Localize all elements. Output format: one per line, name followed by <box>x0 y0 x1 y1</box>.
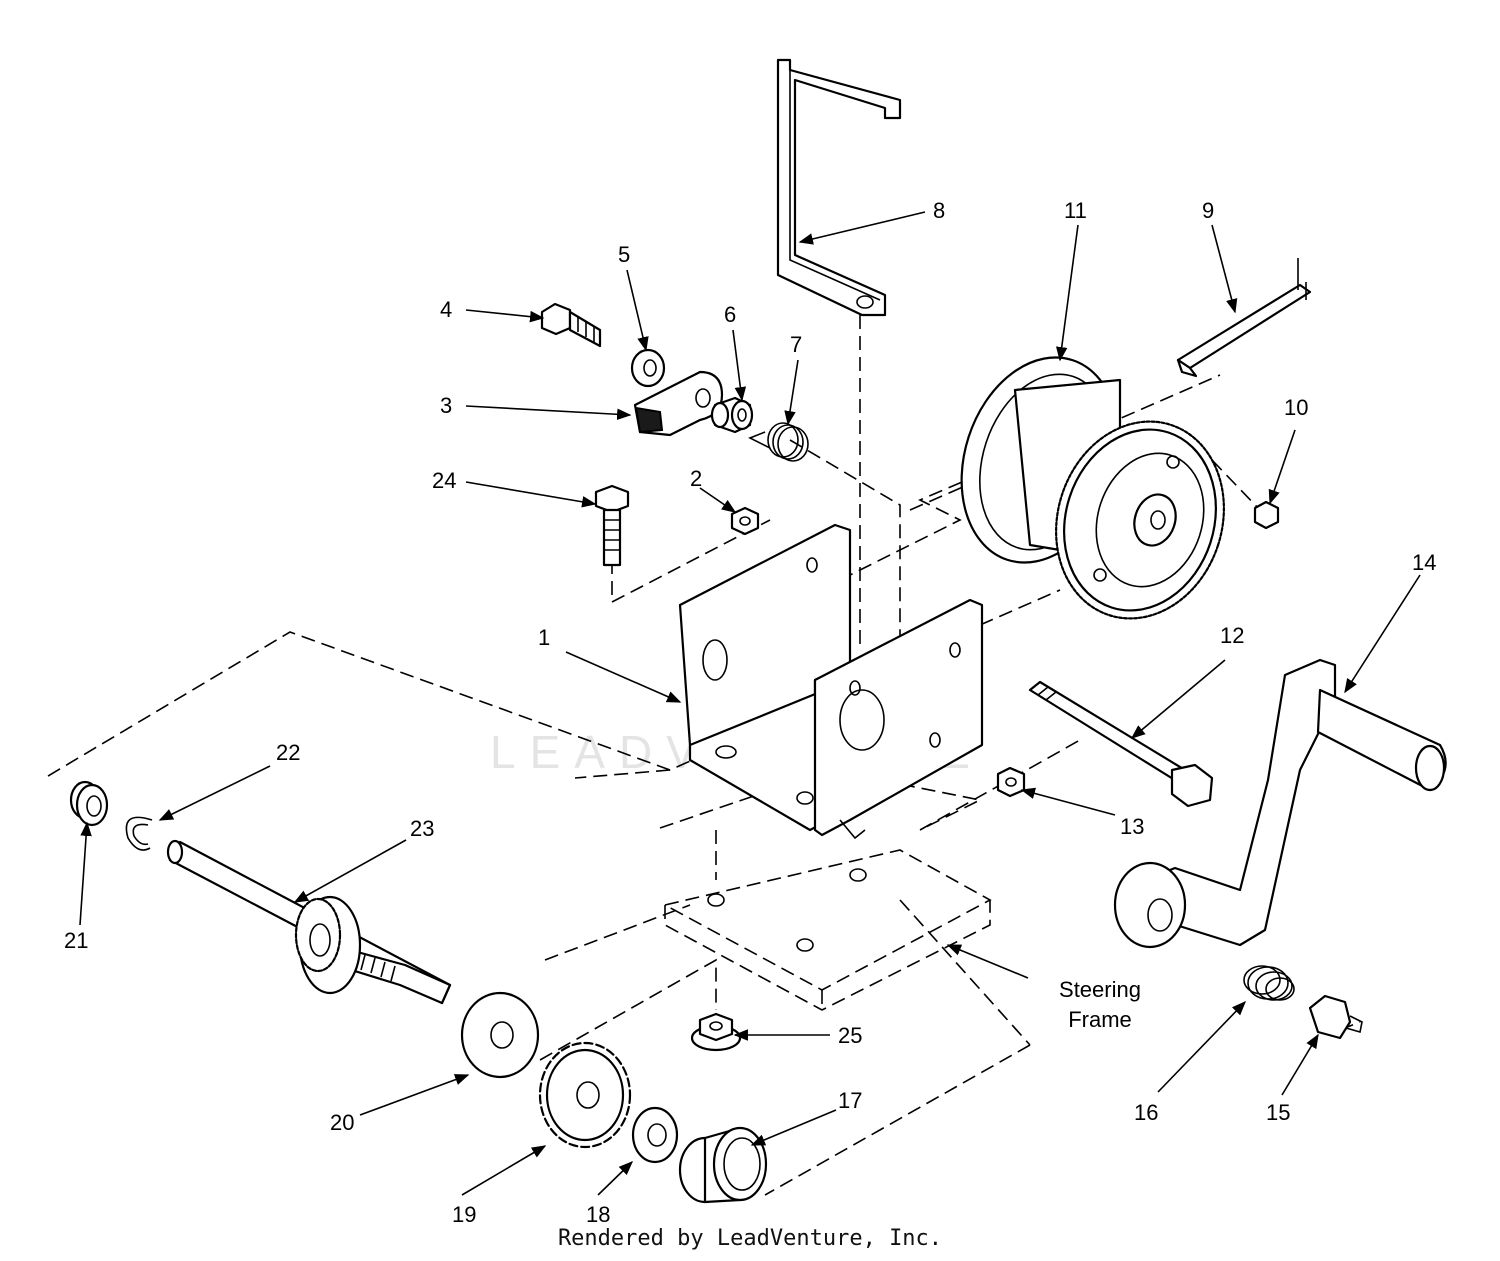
callout-1: 1 <box>538 625 550 650</box>
part-6-bushing <box>710 396 754 434</box>
part-2-nut <box>730 506 760 536</box>
callout-10: 10 <box>1284 395 1308 420</box>
callout-22: 22 <box>276 740 300 765</box>
callout-labels: 1 2 3 4 5 6 7 8 9 10 11 12 13 14 15 16 1… <box>64 198 1436 1227</box>
callout-25: 25 <box>838 1023 862 1048</box>
part-22-snap-ring <box>125 816 153 851</box>
frame-label-line1: Steering <box>1059 977 1141 1002</box>
part-14-crank <box>1113 658 1447 949</box>
part-3-pawl <box>633 370 724 437</box>
part-15-nut <box>1308 994 1363 1040</box>
steering-frame-label: Steering Frame <box>1059 977 1141 1032</box>
part-20-washer <box>460 991 540 1079</box>
callout-9: 9 <box>1202 198 1214 223</box>
part-16-spring <box>1243 965 1295 1001</box>
credit-text: Rendered by LeadVenture, Inc. <box>557 1226 943 1251</box>
part-21-bushing <box>69 780 109 827</box>
callout-17: 17 <box>838 1088 862 1113</box>
callout-4: 4 <box>440 297 452 322</box>
part-25-flange-nut <box>690 1012 742 1052</box>
callout-2: 2 <box>690 466 702 491</box>
frame-label-line2: Frame <box>1068 1007 1132 1032</box>
callout-23: 23 <box>410 816 434 841</box>
callout-13: 13 <box>1120 814 1144 839</box>
part-23-shaft <box>166 839 452 1005</box>
part-5-washer <box>630 348 666 388</box>
callout-18: 18 <box>586 1202 610 1227</box>
callout-12: 12 <box>1220 623 1244 648</box>
part-10-nut <box>1253 500 1280 530</box>
leader-lines <box>79 211 1421 1196</box>
steering-frame-plate <box>662 849 992 1011</box>
part-9-rod <box>1176 258 1312 378</box>
callout-21: 21 <box>64 928 88 953</box>
part-11-drum-gear <box>960 356 1225 620</box>
part-12-bolt <box>1028 680 1214 808</box>
callout-14: 14 <box>1412 550 1436 575</box>
part-1-main-bracket <box>678 523 984 840</box>
part-18-washer <box>631 1106 679 1164</box>
part-4-bolt <box>540 302 602 348</box>
callout-3: 3 <box>440 393 452 418</box>
callout-19: 19 <box>452 1202 476 1227</box>
callout-5: 5 <box>618 242 630 267</box>
part-17-bearing <box>678 1126 768 1204</box>
part-7-spring <box>748 422 809 462</box>
callout-7: 7 <box>790 332 802 357</box>
callout-16: 16 <box>1134 1100 1158 1125</box>
callout-6: 6 <box>724 302 736 327</box>
part-13-nut <box>996 766 1026 798</box>
part-24-bolt <box>594 484 630 567</box>
callout-15: 15 <box>1266 1100 1290 1125</box>
callout-11: 11 <box>1064 198 1087 223</box>
callout-24: 24 <box>432 468 456 493</box>
callout-20: 20 <box>330 1110 354 1135</box>
callout-8: 8 <box>933 198 945 223</box>
part-19-sprocket <box>538 1041 632 1149</box>
part-8-bracket <box>776 58 902 317</box>
